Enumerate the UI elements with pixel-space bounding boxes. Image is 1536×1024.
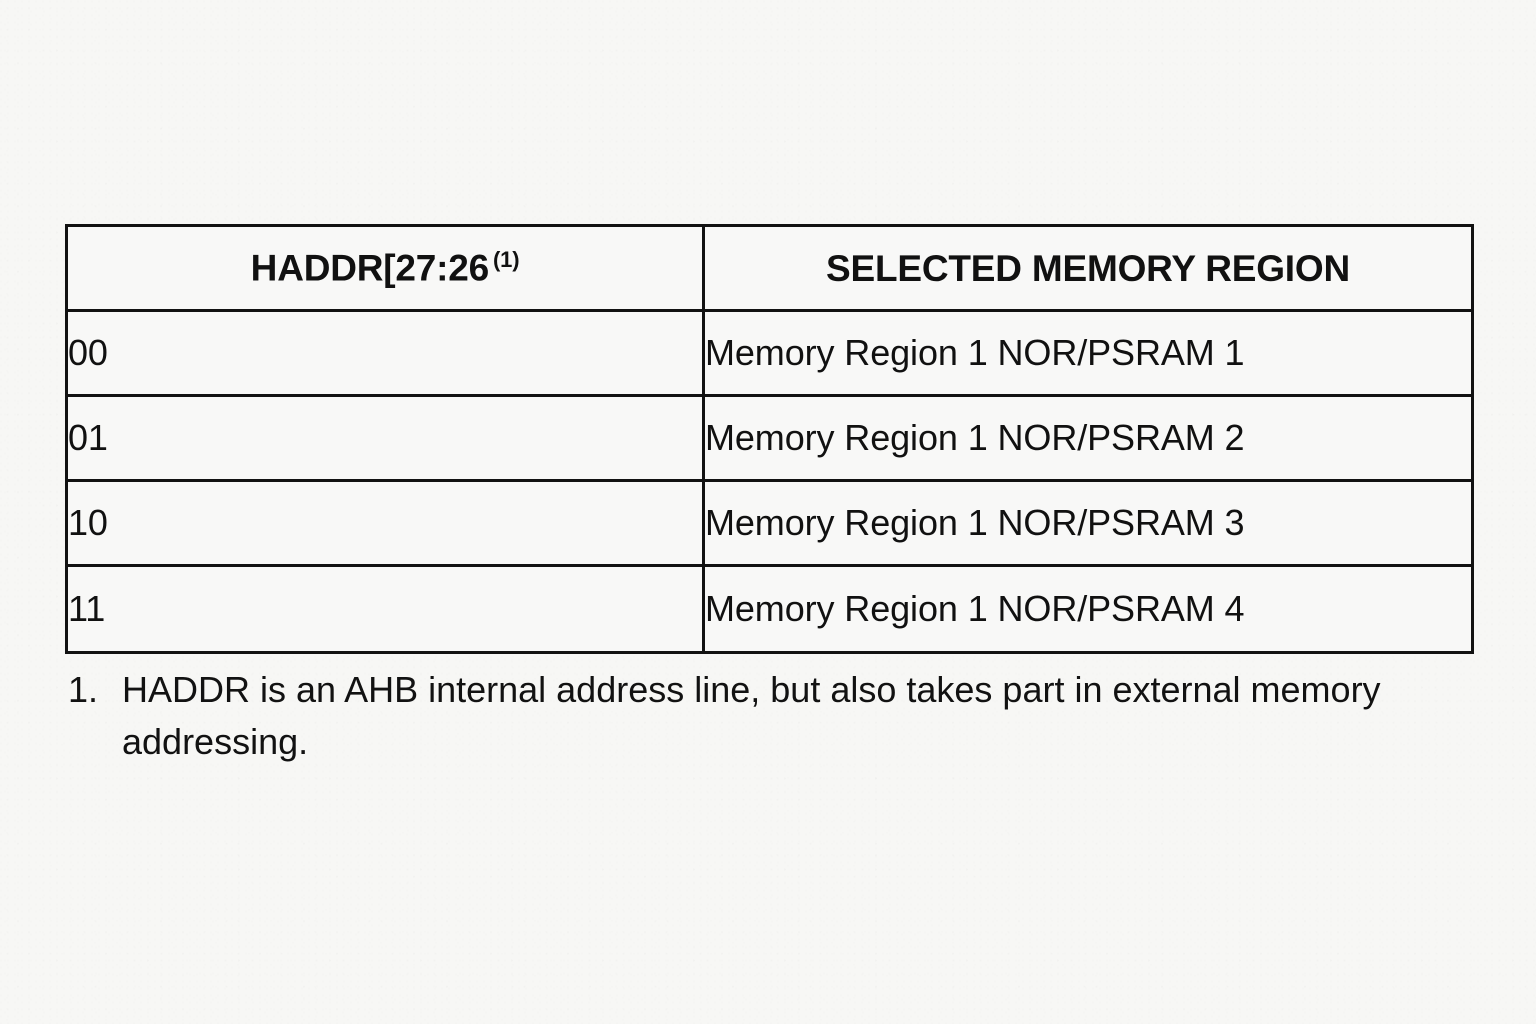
column-header-haddr-label: HADDR[27:26 — [250, 247, 490, 289]
table-row: 00 Memory Region 1 NOR/PSRAM 1 — [65, 309, 1474, 397]
cell-memory-region: Memory Region 1 NOR/PSRAM 3 — [702, 479, 1474, 567]
footnote-text: HADDR is an AHB internal address line, b… — [122, 669, 1381, 762]
column-header-selected-memory-region: SELECTED MEMORY REGION — [702, 224, 1474, 312]
footnote-marker: 1. — [68, 669, 99, 710]
table-row: 10 Memory Region 1 NOR/PSRAM 3 — [65, 479, 1474, 567]
table-body: 00 Memory Region 1 NOR/PSRAM 1 01 Memory… — [65, 309, 1474, 654]
table-header-row: HADDR[27:26(1) SELECTED MEMORY REGION — [65, 224, 1474, 312]
table-row: 01 Memory Region 1 NOR/PSRAM 2 — [65, 394, 1474, 482]
cell-memory-region: Memory Region 1 NOR/PSRAM 4 — [702, 564, 1474, 654]
cell-memory-region: Memory Region 1 NOR/PSRAM 2 — [702, 394, 1474, 482]
cell-haddr-code: 11 — [65, 564, 705, 654]
column-header-haddr-footnote-ref: (1) — [493, 247, 520, 273]
column-header-haddr: HADDR[27:26(1) — [65, 224, 705, 312]
column-header-selected-memory-region-label: SELECTED MEMORY REGION — [826, 247, 1350, 289]
cell-haddr-code: 00 — [65, 309, 705, 397]
footnote-1: 1. HADDR is an AHB internal address line… — [68, 664, 1468, 768]
cell-memory-region: Memory Region 1 NOR/PSRAM 1 — [702, 309, 1474, 397]
table-row: 11 Memory Region 1 NOR/PSRAM 4 — [65, 564, 1474, 654]
cell-haddr-code: 10 — [65, 479, 705, 567]
cell-haddr-code: 01 — [65, 394, 705, 482]
table-header: HADDR[27:26(1) SELECTED MEMORY REGION — [65, 224, 1474, 312]
memory-region-table: HADDR[27:26(1) SELECTED MEMORY REGION 00… — [65, 224, 1474, 654]
